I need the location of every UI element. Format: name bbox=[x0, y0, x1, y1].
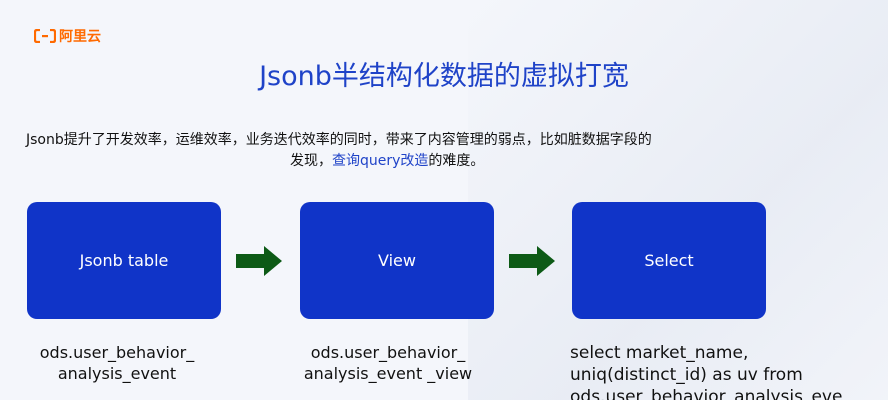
select-query-line-2: uniq(distinct_id) as uv from bbox=[570, 365, 803, 385]
caption-view-line-1: ods.user_behavior_ bbox=[310, 343, 466, 362]
description-highlight: 查询query改造 bbox=[332, 153, 429, 169]
description-line-2-pre: 发现， bbox=[290, 153, 332, 169]
flow-node-select: Select bbox=[572, 202, 766, 319]
page-title: Jsonb半结构化数据的虚拟打宽 bbox=[259, 61, 629, 92]
caption-view: ods.user_behavior_ analysis_event _view bbox=[296, 342, 480, 384]
flow-arrow-2-icon bbox=[509, 246, 555, 276]
caption-jsonb-table-line-2: analysis_event bbox=[57, 364, 177, 383]
description-line-2: 发现，查询query改造的难度。 bbox=[26, 151, 806, 172]
aliyun-bracket-icon bbox=[34, 29, 56, 43]
caption-jsonb-table: ods.user_behavior_ analysis_event bbox=[27, 342, 207, 384]
caption-select-query: select market_name, uniq(distinct_id) as… bbox=[570, 342, 888, 400]
logo-text: 阿里云 bbox=[59, 29, 101, 45]
description: Jsonb提升了开发效率，运维效率，业务迭代效率的同时，带来了内容管理的弱点，比… bbox=[26, 130, 806, 172]
background-shade bbox=[468, 0, 888, 400]
flow-node-jsonb-table: Jsonb table bbox=[27, 202, 221, 319]
caption-view-line-2: analysis_event _view bbox=[303, 364, 473, 383]
select-query-line-1: select market_name, bbox=[570, 343, 749, 363]
description-line-1: Jsonb提升了开发效率，运维效率，业务迭代效率的同时，带来了内容管理的弱点，比… bbox=[26, 132, 652, 148]
select-query-line-3: ods.user_behavior_analysis_eve bbox=[570, 387, 843, 400]
aliyun-logo: 阿里云 bbox=[34, 26, 101, 46]
description-line-2-post: 的难度。 bbox=[428, 153, 485, 169]
flow-arrow-1-icon bbox=[236, 246, 282, 276]
flow-node-view: View bbox=[300, 202, 494, 319]
caption-jsonb-table-line-1: ods.user_behavior_ bbox=[39, 343, 195, 362]
